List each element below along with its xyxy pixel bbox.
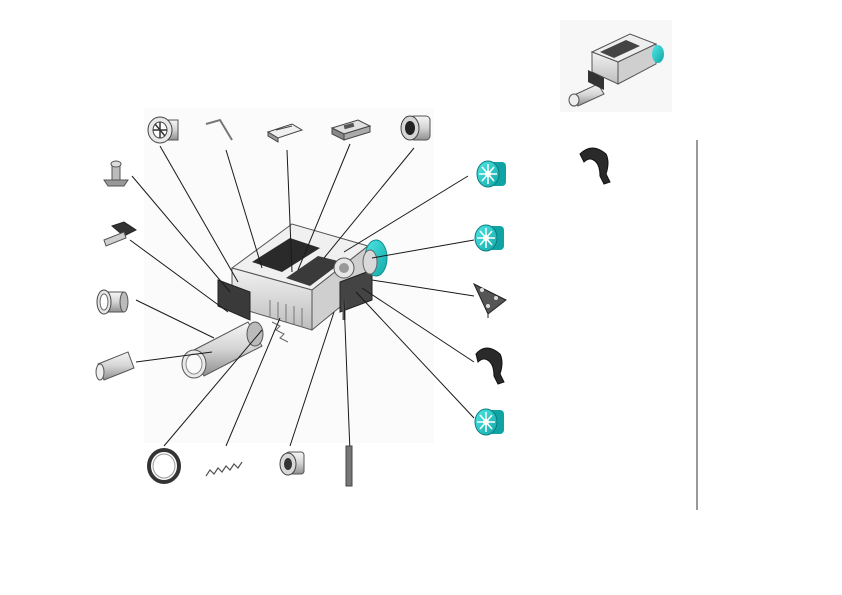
- screw-pin-icon: [103, 160, 129, 187]
- triangle-plate-icon: [472, 282, 507, 318]
- mounting-bracket-icon: [103, 221, 137, 247]
- tube-icon: [95, 351, 135, 381]
- sleeve-icon: [96, 289, 129, 315]
- hook-clip-icon: [475, 347, 505, 385]
- cyan-wheel-icon: [476, 160, 506, 188]
- circuit-board-icon: [330, 119, 372, 141]
- spring-icon: [205, 461, 243, 477]
- o-ring-icon: [147, 448, 181, 484]
- cyan-wheel-icon: [474, 408, 504, 436]
- cyan-wheel-icon: [474, 224, 504, 252]
- main-assembly: [181, 223, 388, 379]
- bushing-icon: [279, 451, 305, 476]
- leader-lines: [129, 143, 475, 453]
- hook-clip-icon: [579, 147, 611, 185]
- fan-wheel-icon: [147, 116, 179, 144]
- thumbnail-assembly: [568, 33, 664, 107]
- hex-key-icon: [205, 118, 233, 141]
- bushing-icon: [400, 115, 431, 141]
- rod-icon: [345, 445, 353, 487]
- clip-bracket-icon: [266, 123, 304, 143]
